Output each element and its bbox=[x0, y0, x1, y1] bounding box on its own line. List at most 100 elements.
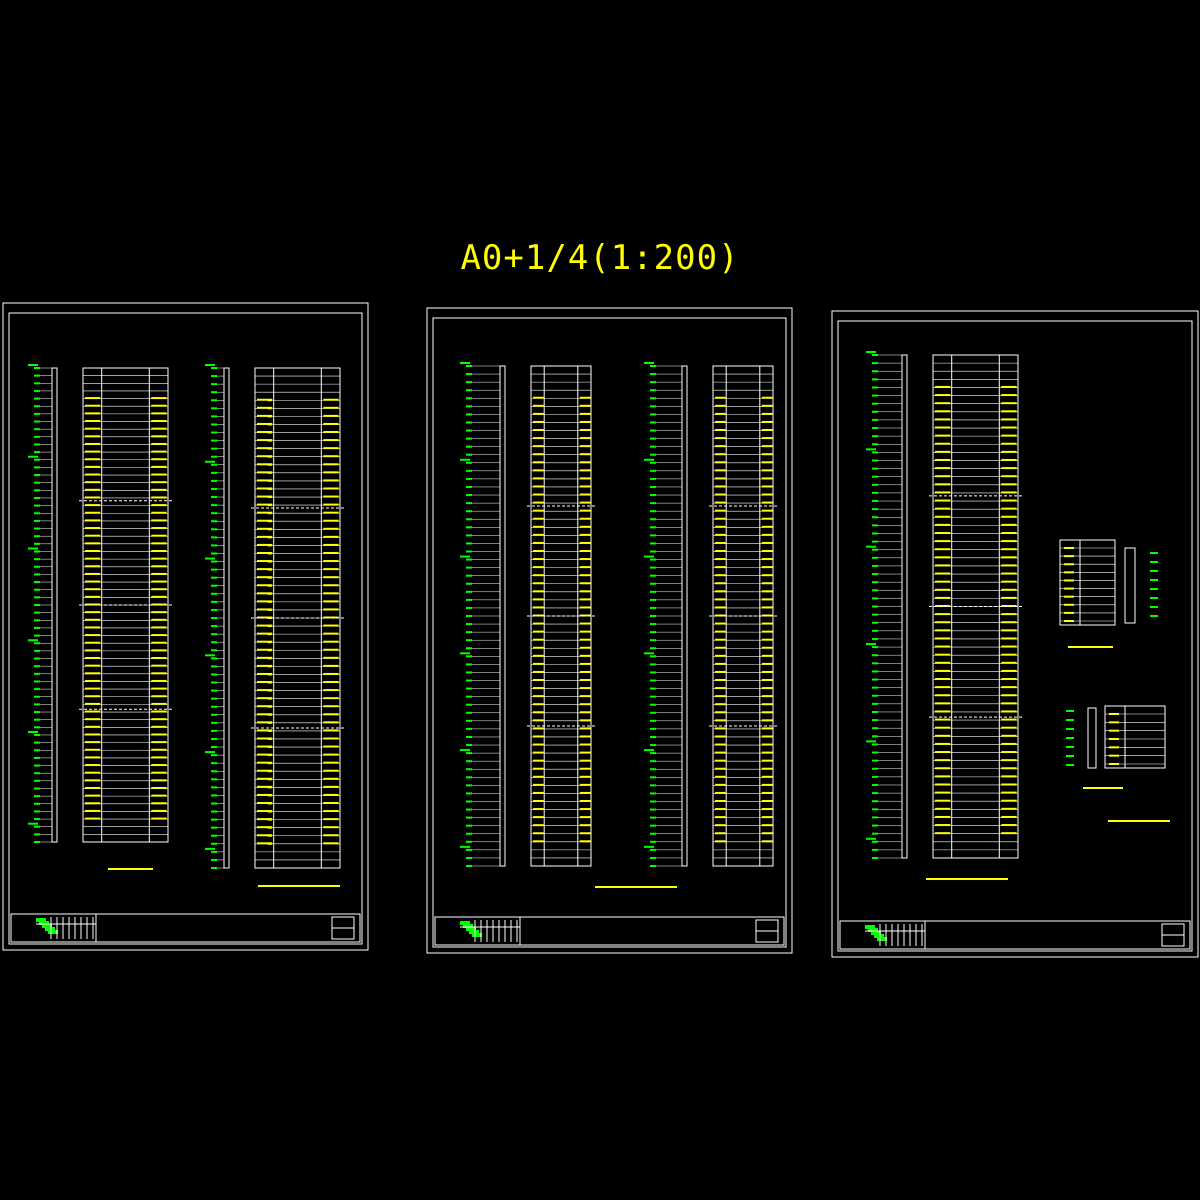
sheet-inner-frame bbox=[8, 312, 363, 945]
floor-level-mark bbox=[34, 519, 40, 522]
floor-level-mark bbox=[34, 733, 40, 736]
branch-pipe bbox=[257, 495, 273, 498]
branch-pipe bbox=[761, 735, 773, 738]
branch-pipe bbox=[715, 549, 726, 552]
floor-level-mark bbox=[34, 756, 40, 759]
floor-level-mark bbox=[650, 510, 656, 513]
floor-level-mark bbox=[872, 694, 878, 697]
branch-pipe bbox=[85, 779, 101, 782]
floor-level-mark bbox=[872, 670, 878, 673]
branch-pipe bbox=[151, 488, 167, 491]
floor-level-mark bbox=[211, 375, 217, 378]
detail-branch bbox=[1109, 713, 1119, 715]
valve bbox=[267, 576, 272, 579]
branch-pipe bbox=[761, 670, 773, 673]
floor-level-mark bbox=[34, 435, 40, 438]
branch-pipe bbox=[533, 598, 544, 601]
branch-pipe bbox=[1001, 824, 1017, 827]
floor-level-mark bbox=[34, 397, 40, 400]
branch-pipe bbox=[935, 588, 951, 591]
branch-pipe bbox=[579, 799, 591, 802]
branch-pipe bbox=[151, 649, 167, 652]
branch-pipe bbox=[935, 702, 951, 705]
floor-level-mark bbox=[466, 445, 472, 448]
branch-pipe bbox=[935, 450, 951, 453]
valve bbox=[267, 762, 272, 765]
floor-level-mark bbox=[650, 413, 656, 416]
branch-pipe bbox=[761, 727, 773, 730]
floor-level-mark bbox=[650, 365, 656, 367]
branch-pipe bbox=[579, 558, 591, 561]
floor-level-mark bbox=[466, 381, 472, 384]
branch-pipe bbox=[85, 702, 101, 705]
branch-pipe bbox=[151, 679, 167, 682]
floor-level-mark bbox=[872, 662, 878, 665]
branch-pipe bbox=[323, 568, 339, 571]
branch-pipe bbox=[323, 818, 339, 821]
branch-pipe bbox=[323, 713, 339, 716]
floor-level-mark bbox=[650, 566, 656, 569]
branch-pipe bbox=[935, 742, 951, 745]
branch-pipe bbox=[85, 672, 101, 675]
branch-pipe bbox=[579, 517, 591, 520]
valve bbox=[267, 487, 272, 490]
branch-pipe bbox=[579, 654, 591, 657]
branch-pipe bbox=[715, 533, 726, 536]
floor-level-mark bbox=[211, 786, 217, 789]
branch-pipe bbox=[323, 503, 339, 506]
branch-pipe bbox=[715, 598, 726, 601]
branch-pipe bbox=[85, 534, 101, 537]
detail-branch bbox=[1109, 738, 1119, 740]
branch-pipe bbox=[761, 566, 773, 569]
branch-pipe bbox=[715, 679, 726, 682]
branch-pipe bbox=[715, 590, 726, 593]
valve bbox=[267, 673, 272, 676]
floor-level-mark bbox=[466, 695, 472, 698]
branch-pipe bbox=[323, 697, 339, 700]
floor-level-mark bbox=[872, 402, 878, 405]
floor-level-mark bbox=[872, 751, 878, 754]
detail-level bbox=[1150, 561, 1158, 563]
sheet-outer-frame bbox=[2, 302, 369, 951]
floor-level-mark bbox=[34, 695, 40, 698]
branch-pipe bbox=[533, 783, 544, 786]
floor-level-mark bbox=[34, 802, 40, 805]
floor-level-mark bbox=[466, 453, 472, 456]
floor-level-mark bbox=[650, 389, 656, 392]
branch-pipe bbox=[761, 396, 773, 399]
branch-pipe bbox=[935, 629, 951, 632]
floor-level-mark bbox=[211, 415, 217, 418]
branch-pipe bbox=[85, 741, 101, 744]
branch-pipe bbox=[715, 816, 726, 819]
floor-level-mark bbox=[650, 421, 656, 424]
floor-level-mark bbox=[872, 532, 878, 535]
branch-pipe bbox=[151, 664, 167, 667]
branch-pipe bbox=[579, 679, 591, 682]
branch-pipe bbox=[935, 832, 951, 835]
branch-pipe bbox=[1001, 434, 1017, 437]
elevation-label bbox=[644, 749, 654, 752]
branch-pipe bbox=[1001, 531, 1017, 534]
floor-level-mark bbox=[34, 588, 40, 591]
branch-pipe bbox=[323, 793, 339, 796]
floor-level-mark bbox=[650, 760, 656, 763]
branch-pipe bbox=[579, 469, 591, 472]
branch-pipe bbox=[323, 826, 339, 829]
branch-pipe bbox=[935, 394, 951, 397]
branch-pipe bbox=[1001, 523, 1017, 526]
branch-pipe bbox=[257, 503, 273, 506]
branch-pipe bbox=[715, 566, 726, 569]
branch-pipe bbox=[323, 777, 339, 780]
floor-level-mark bbox=[466, 687, 472, 690]
branch-pipe bbox=[533, 775, 544, 778]
branch-pipe bbox=[761, 437, 773, 440]
branch-pipe bbox=[579, 412, 591, 415]
detail-branch bbox=[1064, 611, 1074, 614]
branch-pipe bbox=[323, 576, 339, 579]
branch-pipe bbox=[323, 648, 339, 651]
branch-pipe bbox=[935, 815, 951, 818]
branch-pipe bbox=[715, 654, 726, 657]
floor-level-mark bbox=[650, 494, 656, 497]
branch-pipe bbox=[323, 551, 339, 554]
branch-pipe bbox=[1001, 556, 1017, 559]
